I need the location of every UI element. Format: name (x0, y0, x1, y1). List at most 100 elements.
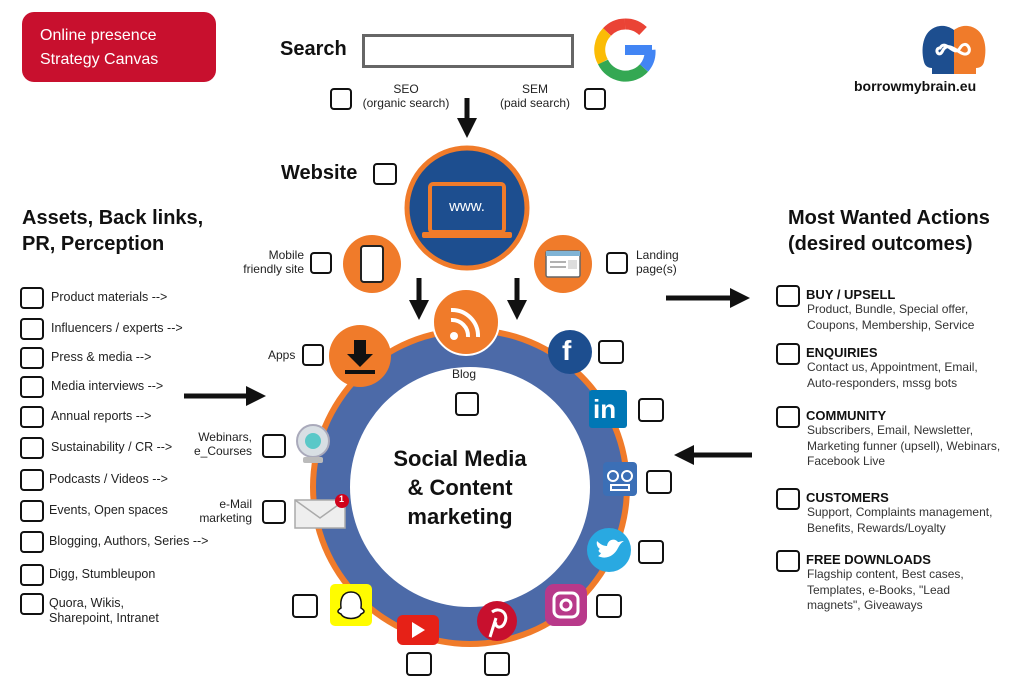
seo-checkbox[interactable] (330, 88, 352, 110)
badge-line-2: Strategy Canvas (40, 51, 159, 68)
email-checkbox[interactable] (262, 500, 286, 524)
sem-label-line-2: (paid search) (499, 96, 571, 110)
mobile-checkbox[interactable] (310, 252, 332, 274)
landing-label: Landing page(s) (636, 248, 679, 276)
checkbox[interactable] (776, 488, 800, 510)
checkbox[interactable] (776, 550, 800, 572)
meetup-checkbox[interactable] (646, 470, 672, 494)
mwa-desc-line: Templates, e-Books, "Lead (807, 582, 951, 597)
mwa-heading: Most Wanted Actions (desired outcomes) (788, 205, 990, 257)
smartphone-icon (360, 245, 384, 283)
list-item-label: Influencers / experts --> (51, 321, 183, 335)
mwa-desc-line: Subscribers, Email, Newsletter, (807, 423, 974, 437)
instagram-icon (545, 584, 587, 626)
checkbox[interactable] (20, 500, 44, 522)
center-title-line-1: Social Media (393, 446, 527, 471)
landing-label-line-1: Landing (636, 248, 679, 262)
checkbox[interactable] (20, 318, 44, 340)
email-label-line-1: e-Mail (219, 497, 252, 511)
checkbox[interactable] (20, 469, 44, 491)
website-screen-text: www. (449, 198, 485, 215)
snapchat-checkbox[interactable] (292, 594, 318, 618)
checkbox[interactable] (20, 531, 44, 553)
webinars-checkbox[interactable] (262, 434, 286, 458)
email-notification-badge (335, 494, 349, 508)
facebook-checkbox[interactable] (598, 340, 624, 364)
mwa-desc-line: Benefits, Rewards/Loyalty (807, 520, 946, 535)
checkbox[interactable] (20, 287, 44, 309)
linkedin-icon (589, 390, 627, 428)
list-item-label: Press & media --> (51, 350, 152, 364)
mobile-label: Mobile friendly site (224, 248, 304, 276)
landing-checkbox[interactable] (606, 252, 628, 274)
email-label-line-2: marketing (199, 511, 252, 525)
mwa-heading-text: COMMUNITY (806, 408, 887, 423)
list-item-label: Product materials --> (51, 290, 168, 304)
badge-line-1: Online presence (40, 27, 157, 44)
mwa-description: Flagship content, Best cases,Templates, … (807, 567, 964, 614)
apps-checkbox[interactable] (302, 344, 324, 366)
mwa-desc-line: Contact us, Appointment, Email, (807, 360, 978, 374)
sem-label: SEM (paid search) (494, 82, 576, 110)
webcam-icon (296, 424, 330, 463)
blog-label: Blog (452, 367, 477, 381)
pinterest-icon (477, 601, 517, 641)
mwa-heading-text: BUY / UPSELL (806, 287, 896, 302)
mwa-description: Contact us, Appointment, Email,Auto-resp… (807, 360, 978, 391)
checkbox[interactable] (776, 343, 800, 365)
list-item-label: Podcasts / Videos --> (49, 472, 168, 486)
mobile-label-line-2: friendly site (243, 262, 304, 276)
center-title-line-3: marketing (407, 504, 513, 529)
mwa-description: Subscribers, Email, Newsletter,Marketing… (807, 423, 1000, 470)
brand-logo-icon (922, 25, 986, 75)
checkbox[interactable] (776, 285, 800, 307)
download-icon (345, 340, 375, 374)
checkbox[interactable] (20, 564, 44, 586)
checkbox[interactable] (20, 437, 44, 459)
linkedin-glyph: in (593, 394, 617, 424)
mwa-heading-text: FREE DOWNLOADS (806, 552, 931, 567)
webinars-label-line-1: Webinars, (198, 430, 252, 444)
twitter-checkbox[interactable] (638, 540, 664, 564)
search-input[interactable] (362, 34, 574, 68)
blog-checkbox[interactable] (455, 392, 479, 416)
checkbox[interactable] (776, 406, 800, 428)
list-item-label: Annual reports --> (51, 409, 152, 423)
instagram-checkbox[interactable] (596, 594, 622, 618)
sem-checkbox[interactable] (584, 88, 606, 110)
mwa-heading-text: ENQUIRIES (806, 345, 878, 360)
list-item-label: Blogging, Authors, Series --> (49, 534, 209, 548)
mwa-description: Support, Complaints management,Benefits,… (807, 505, 992, 536)
seo-label-line-1: SEO (393, 82, 419, 96)
website-checkbox[interactable] (373, 163, 397, 185)
facebook-glyph: f (562, 335, 572, 366)
seo-label: SEO (organic search) (358, 82, 454, 110)
landing-label-line-2: page(s) (636, 262, 677, 276)
youtube-checkbox[interactable] (406, 652, 432, 676)
list-item-label: Media interviews --> (51, 379, 164, 393)
checkbox[interactable] (20, 406, 44, 428)
list-item-label: Quora, Wikis, Sharepoint, Intranet (49, 596, 159, 626)
search-label: Search (280, 38, 347, 60)
mwa-desc-line: Flagship content, Best cases, (807, 567, 964, 581)
google-icon (594, 18, 656, 82)
checkbox[interactable] (20, 376, 44, 398)
mwa-desc-line: magnets", Giveaways (807, 598, 923, 612)
list-item-label-line-2: Sharepoint, Intranet (49, 611, 159, 625)
webinars-label: Webinars, e_Courses (172, 430, 252, 458)
blog-circle (432, 288, 500, 356)
strategy-canvas-badge: Online presence Strategy Canvas (22, 12, 216, 82)
checkbox[interactable] (20, 593, 44, 615)
rss-icon (450, 307, 481, 340)
pinterest-checkbox[interactable] (484, 652, 510, 676)
assets-heading-line-1: Assets, Back links, (22, 207, 204, 229)
brand-name: borrowmybrain.eu (854, 78, 977, 94)
checkbox[interactable] (20, 347, 44, 369)
mwa-desc-line: Product, Bundle, Special offer, (807, 302, 969, 316)
mwa-desc-line: Auto-responders, mssg bots (807, 375, 958, 390)
list-item-label: Sustainability / CR --> (51, 440, 173, 454)
email-label: e-Mail marketing (172, 497, 252, 525)
mwa-description: Product, Bundle, Special offer,Coupons, … (807, 302, 974, 333)
linkedin-checkbox[interactable] (638, 398, 664, 422)
list-item-label-line-1: Quora, Wikis, (49, 596, 125, 610)
